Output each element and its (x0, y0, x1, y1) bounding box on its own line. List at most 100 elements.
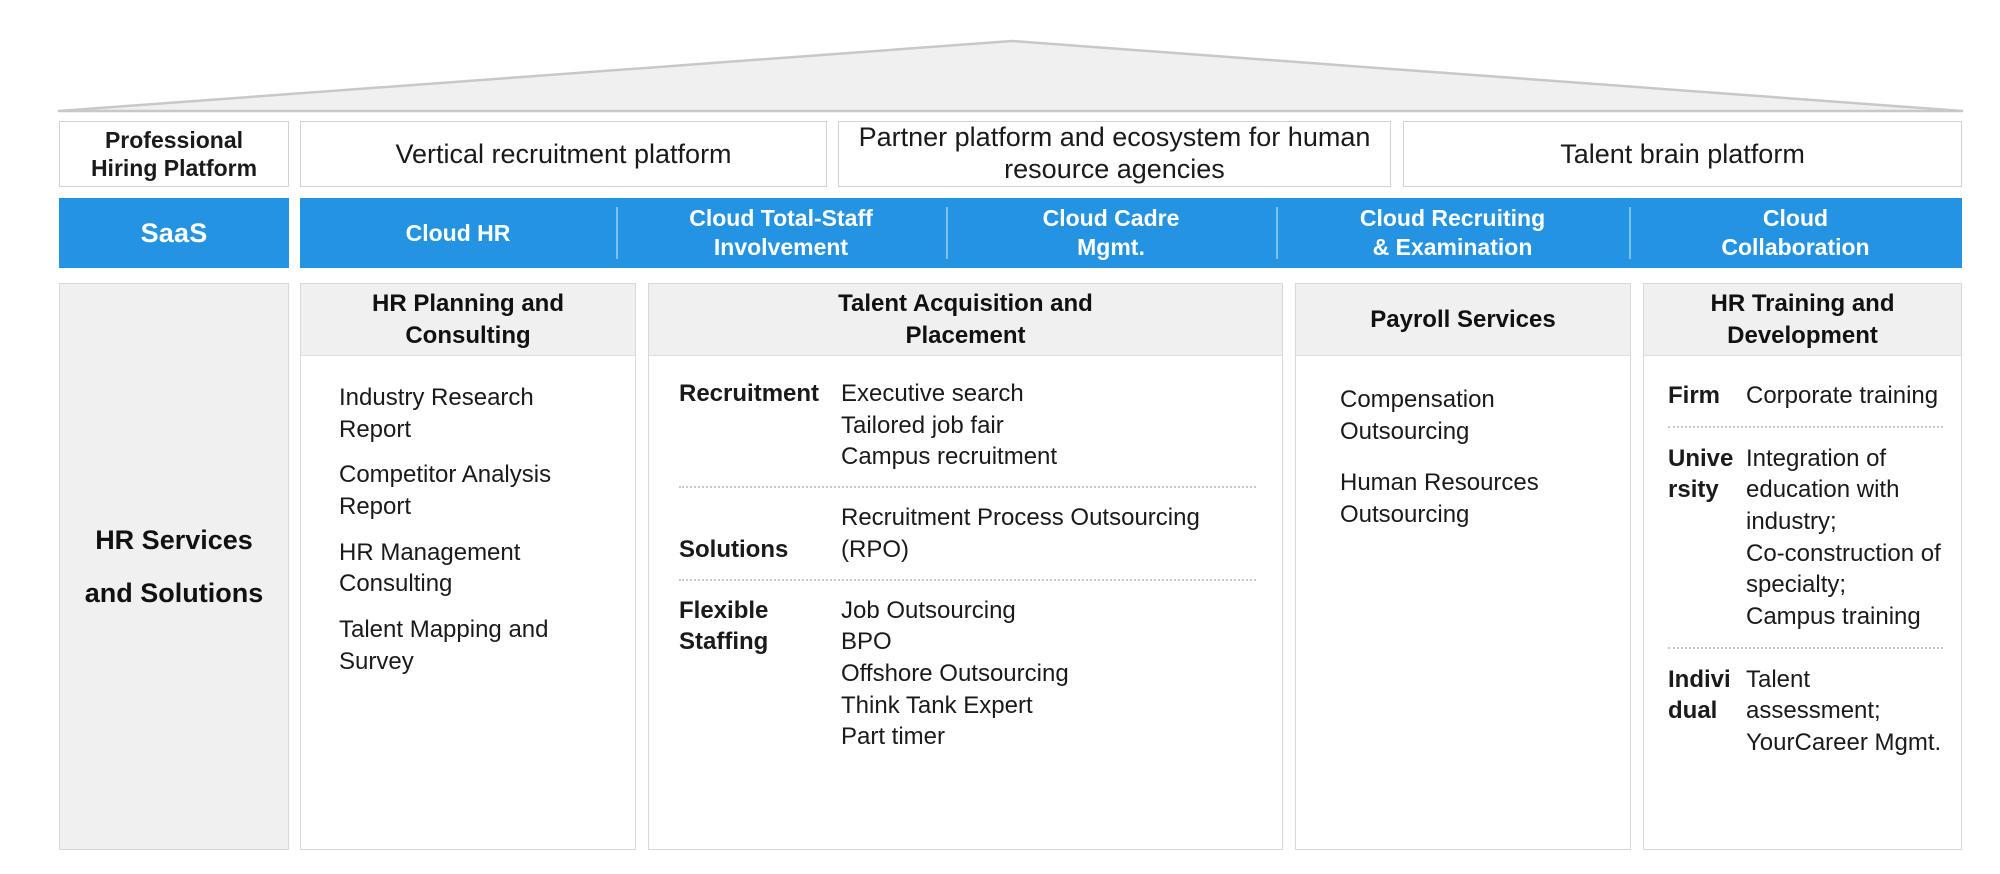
service-group-values: Integration of education with industry; … (1746, 443, 1943, 633)
professional-hiring-platform-label: Professional Hiring Platform (59, 121, 289, 187)
service-card-hr-training-and-development[interactable]: HR Training and Development Firm Corpora… (1643, 283, 1962, 850)
service-card-title-line1: Talent Acquisition and (838, 289, 1093, 317)
list-item: Job Outsourcing (841, 596, 1016, 624)
service-group-recruitment: Recruitment Executive search Tailored jo… (679, 378, 1256, 473)
platform-card-label: Talent brain platform (1560, 138, 1805, 169)
saas-label: SaaS (59, 198, 289, 268)
list-item: Campus recruitment (841, 443, 1058, 471)
list-item: Talent assessment; (1746, 665, 1881, 725)
service-item-list: Compensation Outsourcing Human Resources… (1340, 384, 1606, 531)
saas-module-cloud-cadre-mgmt[interactable]: Cloud Cadre Mgmt. (946, 198, 1276, 268)
group-divider (1668, 425, 1943, 428)
service-group-label: Indivi dual (1668, 664, 1746, 727)
service-card-title-line2: Development (1727, 321, 1878, 349)
list-item: BPO (841, 628, 892, 656)
saas-module-cloud-recruiting-examination[interactable]: Cloud Recruiting & Examination (1276, 198, 1629, 268)
list-item: Integration of education with industry; (1746, 444, 1900, 536)
service-card-title-line2: Placement (905, 321, 1026, 349)
roof-icon (57, 39, 1964, 113)
platform-card-partner-ecosystem[interactable]: Partner platform and ecosystem for human… (838, 121, 1391, 187)
list-item: Think Tank Expert (841, 691, 1033, 719)
service-group-label: Recruitment (679, 380, 820, 407)
list-item: Corporate training (1746, 382, 1939, 409)
service-card-title: HR Training and Development (1644, 284, 1961, 356)
saas-module-line1: Cloud Total-Staff (689, 205, 873, 232)
saas-module-cloud-total-staff-involvement[interactable]: Cloud Total-Staff Involvement (616, 198, 946, 268)
service-group-label: Unive rsity (1668, 443, 1746, 506)
service-group-label-line1: Unive (1668, 444, 1734, 472)
list-item: Tailored job fair (841, 411, 1004, 439)
service-group-values: Recruitment Process Outsourcing (RPO) (841, 502, 1256, 565)
saas-module-line2: & Examination (1372, 234, 1533, 260)
list-item: Co-construction of specialty; (1746, 539, 1941, 599)
saas-module-line1: Cloud (1762, 205, 1829, 232)
service-card-title-line1: HR Planning and (372, 289, 564, 317)
service-item-list: Industry Research Report Competitor Anal… (339, 382, 611, 677)
service-card-body: Firm Corporate training Unive rsity Inte… (1644, 356, 1961, 849)
service-card-title-line1: HR Training and (1710, 289, 1895, 317)
platform-card-label: Vertical recruitment platform (395, 138, 732, 169)
service-group-flexible-staffing: Flexible Staffing Job Outsourcing BPO Of… (679, 595, 1256, 753)
group-divider (1668, 646, 1943, 649)
service-group-values: Executive search Tailored job fair Campu… (841, 378, 1256, 473)
platform-card-talent-brain[interactable]: Talent brain platform (1403, 121, 1962, 187)
saas-module-line2: Collaboration (1721, 234, 1870, 260)
service-card-title-line1: Payroll Services (1370, 305, 1556, 333)
service-group-university: Unive rsity Integration of education wit… (1668, 443, 1943, 633)
service-card-title: Talent Acquisition and Placement (649, 284, 1282, 356)
service-card-body: Recruitment Executive search Tailored jo… (649, 356, 1282, 849)
service-group-label-line2: dual (1668, 697, 1718, 725)
service-card-body: Industry Research Report Competitor Anal… (301, 356, 635, 849)
service-card-payroll-services[interactable]: Payroll Services Compensation Outsourcin… (1295, 283, 1631, 850)
saas-module-line2: Mgmt. (1077, 234, 1145, 260)
platform-card-vertical-recruitment[interactable]: Vertical recruitment platform (300, 121, 827, 187)
list-item: Industry Research Report (339, 384, 534, 443)
list-item: Campus training (1746, 603, 1921, 631)
group-divider (679, 486, 1256, 489)
service-group-label-line2: rsity (1668, 476, 1719, 504)
service-group-label-line1: Flexible (679, 596, 769, 624)
saas-module-band: Cloud HR Cloud Total-Staff Involvement C… (300, 198, 1962, 268)
hr-services-and-solutions-label: HR Services and Solutions (59, 283, 289, 850)
list-item: HR Management Consulting (339, 538, 521, 598)
service-card-title-line2: Consulting (405, 321, 531, 349)
saas-module-cloud-collaboration[interactable]: Cloud Collaboration (1629, 198, 1962, 268)
service-group-values: Job Outsourcing BPO Offshore Outsourcing… (841, 595, 1256, 753)
list-item: Talent Mapping and Survey (339, 616, 549, 675)
service-group-firm: Firm Corporate training (1668, 380, 1943, 412)
saas-label-text: SaaS (140, 217, 208, 248)
saas-module-line2: Involvement (713, 234, 849, 260)
service-group-label: Firm (1668, 382, 1721, 409)
service-card-talent-acquisition-and-placement[interactable]: Talent Acquisition and Placement Recruit… (648, 283, 1283, 850)
services-label-line1: HR Services (95, 525, 253, 556)
saas-module-line1: Cloud HR (405, 219, 511, 246)
saas-module-line1: Cloud Recruiting (1359, 205, 1546, 232)
list-item: Executive search (841, 380, 1024, 407)
platform-card-label: Partner platform and ecosystem for human… (858, 122, 1371, 184)
saas-module-cloud-hr[interactable]: Cloud HR (300, 198, 616, 268)
service-group-label-line2: Staffing (679, 628, 769, 656)
list-item: Offshore Outsourcing (841, 660, 1069, 688)
saas-module-line1: Cloud Cadre (1042, 205, 1180, 232)
service-group-label: Solutions (679, 536, 789, 564)
service-group-label-line1: Indivi (1668, 665, 1731, 693)
list-item: Human Resources Outsourcing (1340, 469, 1539, 529)
list-item: Recruitment Process Outsourcing (RPO) (841, 504, 1200, 563)
service-group-solutions: Solutions Recruitment Process Outsourcin… (679, 502, 1256, 566)
services-label-line2: and Solutions (84, 577, 264, 608)
service-group-values: Corporate training (1746, 380, 1943, 412)
service-card-body: Compensation Outsourcing Human Resources… (1296, 356, 1630, 849)
service-group-values: Talent assessment; YourCareer Mgmt. (1746, 664, 1943, 759)
list-item: Competitor Analysis Report (339, 461, 552, 521)
list-item: YourCareer Mgmt. (1746, 729, 1942, 757)
service-group-individual: Indivi dual Talent assessment; YourCaree… (1668, 664, 1943, 759)
service-card-title: HR Planning and Consulting (301, 284, 635, 356)
list-item: Part timer (841, 723, 946, 751)
service-group-label: Flexible Staffing (679, 595, 841, 658)
service-card-title: Payroll Services (1296, 284, 1630, 356)
platform-label-line1: Professional (104, 126, 244, 153)
group-divider (679, 578, 1256, 581)
list-item: Compensation Outsourcing (1340, 386, 1495, 445)
service-card-hr-planning-and-consulting[interactable]: HR Planning and Consulting Industry Rese… (300, 283, 636, 850)
